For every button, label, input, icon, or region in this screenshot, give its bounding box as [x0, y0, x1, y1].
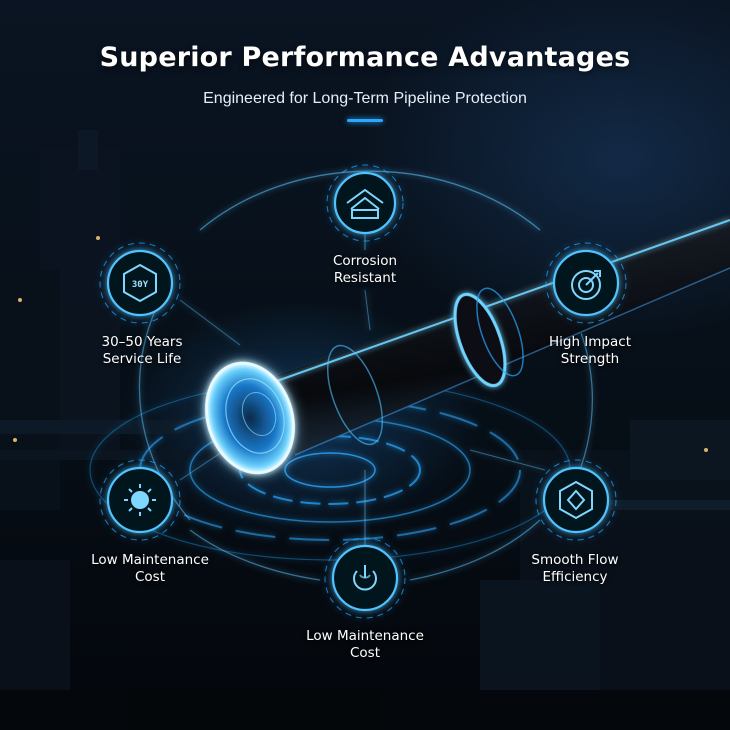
feature-label-maintenance-bottom: Low Maintenance Cost [280, 628, 450, 662]
feature-label-line: Corrosion [332, 253, 398, 269]
feature-label-line: Low Maintenance [306, 628, 424, 644]
svg-text:30Y: 30Y [132, 280, 149, 290]
feature-label-service-life: 30–50 Years Service Life [62, 334, 222, 368]
feature-label-maintenance-left: Low Maintenance Cost [65, 552, 235, 586]
impact-icon-badge [545, 242, 627, 324]
target-icon [571, 270, 601, 300]
feature-label-line: Smooth Flow [531, 552, 619, 568]
page-subtitle: Engineered for Long-Term Pipeline Protec… [203, 90, 527, 107]
feature-label-line: High Impact [548, 334, 631, 350]
industrial-background [0, 130, 730, 730]
feature-label-corrosion: Corrosion Resistant [290, 253, 440, 287]
sun-gear-icon [124, 484, 156, 516]
hexagon-counter-icon: 30Y [123, 263, 157, 303]
feature-label-line: Cost [349, 645, 380, 661]
flow-icon-badge [535, 459, 617, 541]
feature-label-line: Strength [560, 351, 620, 367]
feature-label-line: Cost [134, 569, 165, 585]
power-button-icon [353, 565, 377, 591]
service-life-icon-badge: 30Y [99, 242, 181, 324]
page-title: Superior Performance Advantages [99, 42, 631, 73]
feature-label-line: Low Maintenance [91, 552, 209, 568]
feature-label-line: Resistant [333, 270, 397, 286]
title-accent-line [347, 119, 383, 122]
feature-label-line: Service Life [102, 351, 182, 367]
feature-label-line: Efficiency [542, 569, 608, 585]
corrosion-icon-badge [326, 164, 404, 242]
shield-roof-icon [346, 188, 384, 219]
maintenance-bottom-icon-badge [324, 537, 406, 619]
maintenance-left-icon-badge [99, 459, 181, 541]
hexagon-diamond-icon [559, 480, 593, 520]
feature-label-line: 30–50 Years [101, 334, 183, 350]
feature-label-impact: High Impact Strength [510, 334, 670, 368]
feature-label-flow: Smooth Flow Efficiency [490, 552, 660, 586]
